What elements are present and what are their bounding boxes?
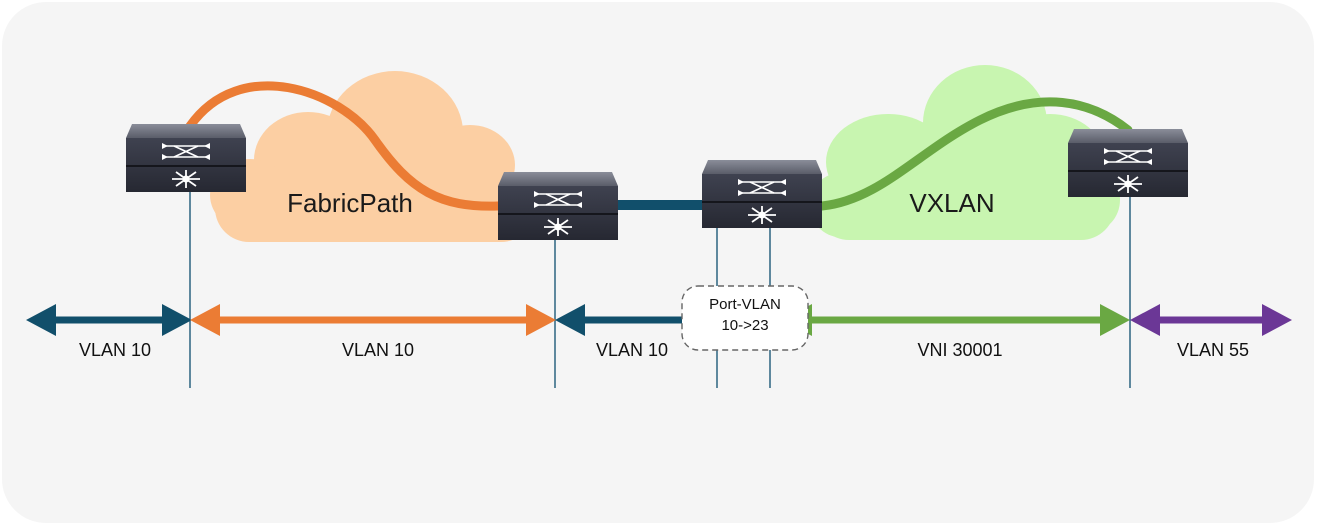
vxlan-label: VXLAN (909, 188, 994, 218)
segment-label-vlan10-fabricpath: VLAN 10 (342, 340, 414, 360)
vxlan-link (817, 97, 1133, 211)
fabricpath-link (185, 81, 503, 211)
fabricpath-label: FabricPath (287, 188, 413, 218)
switch-icon (125, 123, 247, 193)
translation-line-2: 10->23 (721, 317, 768, 334)
segment-label-vni: VNI 30001 (917, 340, 1002, 360)
segment-label-vlan10-middle: VLAN 10 (596, 340, 668, 360)
switch-icon (701, 159, 823, 229)
segment-label-vlan55: VLAN 55 (1177, 340, 1249, 360)
port-vlan-translation-box: Port-VLAN 10->23 (681, 285, 809, 351)
switch-icon (497, 171, 619, 241)
translation-line-1: Port-VLAN (709, 296, 781, 313)
segment-arrow-vlan10-left (26, 304, 192, 336)
switch-icon (1067, 128, 1189, 198)
segment-arrow-vlan55 (1130, 304, 1292, 336)
segment-arrow-vlan10-fabricpath (190, 304, 556, 336)
vxlan-cloud (810, 65, 1120, 240)
segment-label-vlan10-left: VLAN 10 (79, 340, 151, 360)
